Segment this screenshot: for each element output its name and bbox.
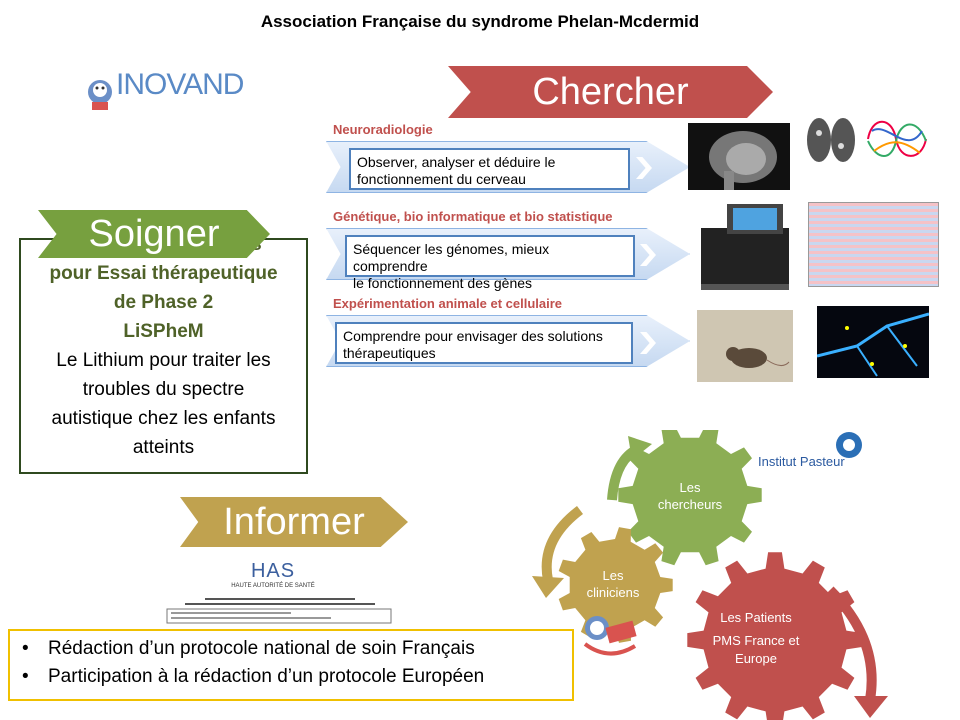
gear-gold-shape (558, 527, 673, 643)
cycle-diagram (532, 430, 888, 720)
neuron-cells-image (816, 306, 930, 378)
bullet-item-1: Rédaction d’un protocole national de soi… (22, 635, 572, 663)
research-text-1-line2: fonctionnement du cerveau (357, 171, 526, 187)
brain-tracts-image (862, 111, 930, 167)
has-logo-subtitle: HAUTE AUTORITÉ DE SANTÉ (231, 583, 315, 589)
gear-red-shape (687, 552, 863, 720)
research-text-3-line2: thérapeutiques (343, 345, 436, 361)
research-heading-neuroradiologie: Neuroradiologie (333, 122, 433, 137)
soigner-line-4: LiSPheM (123, 321, 204, 342)
gear-green-shape (618, 430, 762, 566)
soigner-line-7: autistique chez les enfants (51, 408, 276, 429)
genome-data-image (808, 202, 939, 287)
gear-label-patients-line3: Europe (735, 651, 777, 666)
institut-pasteur-text: Institut Pasteur (758, 454, 845, 469)
brain-scan-image (805, 113, 857, 167)
research-text-3: Comprendre pour envisager des solutions … (335, 322, 633, 364)
page-title: Association Française du syndrome Phelan… (260, 12, 700, 31)
soigner-box: Autorisation en cours pour Essai thérape… (19, 238, 308, 474)
institut-pasteur-logo: Institut Pasteur (758, 430, 868, 470)
gear-cliniciens (558, 527, 673, 643)
gear-label-chercheurs-line2: chercheurs (657, 497, 723, 512)
mouse-image (697, 310, 793, 382)
informer-bullet-list: Rédaction d’un protocole national de soi… (8, 629, 574, 701)
research-text-2-line1: Séquencer les génomes, mieux comprendre (353, 241, 550, 274)
has-logo: HAS HAUTE AUTORITÉ DE SANTÉ (228, 560, 318, 590)
research-text-3-line1: Comprendre pour envisager des solutions (343, 328, 603, 344)
has-logo-text: HAS (250, 560, 296, 582)
association-mascot-logo (579, 610, 641, 662)
soigner-line-6: troubles du spectre (82, 379, 245, 400)
gear-patients (687, 552, 863, 720)
soigner-label: Soigner (88, 212, 220, 255)
gear-chercheurs (618, 430, 762, 566)
research-heading-experimentation: Expérimentation animale et cellulaire (333, 296, 563, 311)
informer-banner: Informer (180, 497, 408, 547)
sequencer-image (697, 198, 793, 293)
has-document-image (165, 595, 393, 627)
mri-brain-image (688, 123, 790, 190)
gear-label-chercheurs-line1: Les (679, 480, 701, 495)
gear-label-patients-line1: Les Patients (720, 610, 792, 625)
informer-label: Informer (223, 500, 365, 543)
gear-label-patients: Les Patients PMS France et Europe (706, 609, 806, 668)
research-text-2-line2: le fonctionnement des gènes (353, 275, 533, 291)
gear-label-patients-line2: PMS France et (712, 633, 800, 648)
soigner-line-8: atteints (132, 437, 195, 458)
chercher-label: Chercher (532, 70, 689, 113)
chercher-banner: Chercher (448, 66, 773, 118)
research-text-2: Séquencer les génomes, mieux comprendre … (345, 235, 635, 291)
soigner-line-5: Le Lithium pour traiter les (56, 350, 271, 371)
gear-label-chercheurs: Les chercheurs (650, 479, 730, 513)
gear-label-cliniciens: Les cliniciens (573, 567, 653, 601)
bullet-item-2: Participation à la rédaction d’un protoc… (22, 663, 572, 691)
soigner-banner: Soigner (38, 210, 270, 258)
gear-label-cliniciens-line2: cliniciens (586, 585, 640, 600)
gear-label-cliniciens-line1: Les (602, 568, 624, 583)
inovand-logo: INOVAND (84, 56, 254, 118)
soigner-line-2: pour Essai thérapeutique (49, 263, 278, 284)
research-heading-genetique: Génétique, bio informatique et bio stati… (333, 209, 613, 224)
soigner-line-3: de Phase 2 (113, 292, 214, 313)
inovand-logo-text: INOVAND (116, 68, 244, 101)
research-text-1: Observer, analyser et déduire le fonctio… (349, 148, 630, 190)
research-text-1-line1: Observer, analyser et déduire le (357, 154, 556, 170)
